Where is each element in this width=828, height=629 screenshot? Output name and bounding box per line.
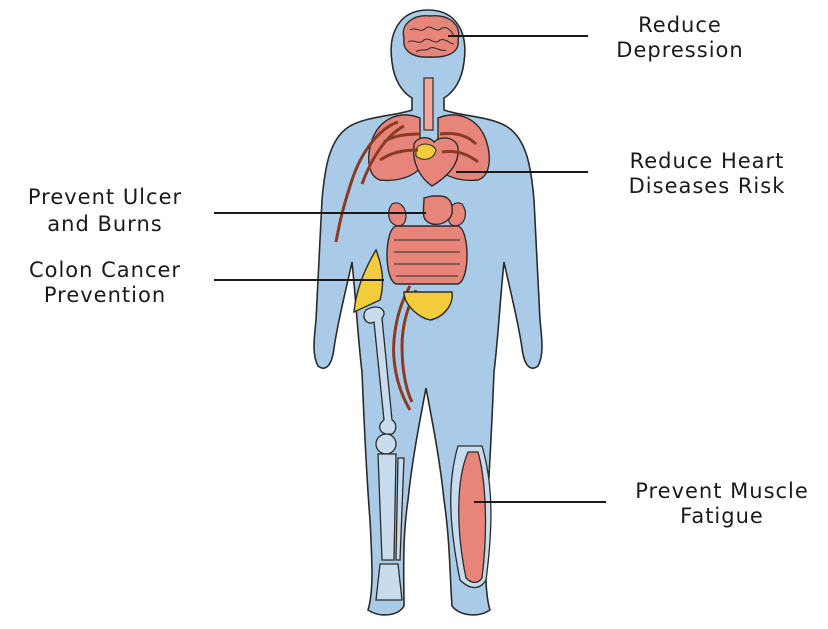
label-heart-line2: Diseases Risk (629, 174, 786, 198)
stomach (423, 196, 452, 224)
label-depression-line1: Reduce (638, 13, 722, 37)
label-ulcer-line1: Prevent Ulcer (28, 185, 182, 209)
calf-muscle-group (451, 446, 491, 588)
intestines-outer (387, 226, 467, 284)
label-depression-line2: Depression (616, 38, 743, 62)
calf-muscle (459, 452, 486, 583)
label-ulcer-line2: and Burns (47, 212, 162, 236)
label-heart-line1: Reduce Heart (630, 149, 785, 173)
label-colon-line1: Colon Cancer (29, 258, 181, 282)
kneecap (376, 434, 396, 454)
label-muscle-line2: Fatigue (680, 504, 764, 528)
trachea (424, 78, 433, 130)
foot-bones (376, 564, 402, 600)
label-colon-line2: Prevention (44, 283, 166, 307)
label-muscle-line1: Prevent Muscle (635, 479, 809, 503)
left-kidney (389, 203, 406, 226)
intestines (387, 226, 467, 284)
